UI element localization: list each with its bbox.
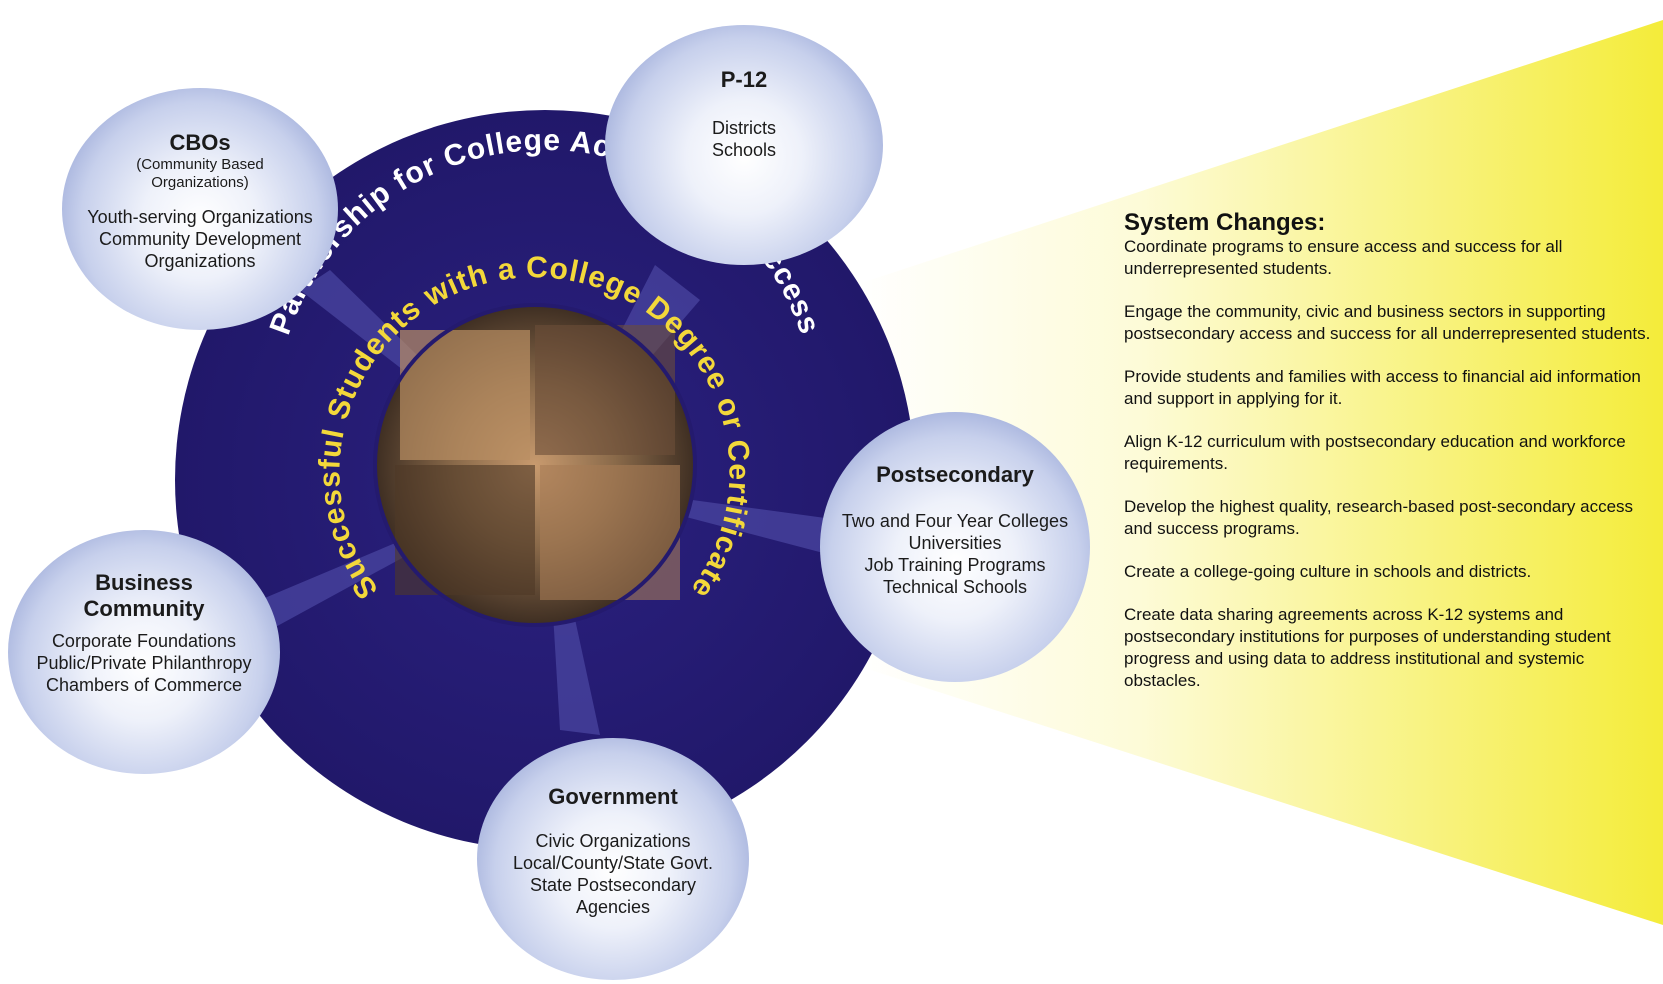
node-p12: P-12 Districts Schools — [605, 25, 883, 265]
system-change-item: Align K-12 curriculum with postsecondary… — [1124, 432, 1626, 473]
node-item: Districts — [712, 118, 776, 138]
system-changes-heading: System Changes: — [1124, 209, 1326, 236]
node-item: Technical Schools — [882, 577, 1028, 597]
node-item: State Postsecondary — [529, 875, 697, 895]
node-item: Youth-serving Organizations — [87, 207, 313, 227]
system-changes-beam — [855, 20, 1663, 925]
node-item: Organizations — [144, 251, 256, 271]
node-item: Agencies — [575, 897, 651, 917]
system-change-item: Create data sharing agreements across K-… — [1124, 605, 1611, 690]
node-business-title: Business Community — [8, 570, 280, 622]
students-photo-collage — [373, 303, 697, 627]
node-business-community: Business Community Corporate Foundations… — [8, 530, 280, 774]
node-item: Civic Organizations — [535, 831, 691, 851]
node-cbos: CBOs (Community Based Organizations) You… — [62, 88, 338, 330]
node-government-items: Civic Organizations Local/County/State G… — [477, 830, 749, 918]
node-subtitle-line: Organizations) — [151, 174, 249, 191]
node-item: Local/County/State Govt. — [512, 853, 714, 873]
node-postsecondary-title: Postsecondary — [876, 462, 1034, 487]
node-p12-items: Districts Schools — [605, 117, 883, 161]
node-cbos-items: Youth-serving Organizations Community De… — [62, 206, 338, 272]
node-cbos-subtitle: (Community Based Organizations) — [62, 156, 338, 192]
node-item: Public/Private Philanthropy — [36, 653, 252, 673]
node-item: Universities — [908, 533, 1002, 553]
node-government: Government Civic Organizations Local/Cou… — [477, 738, 749, 980]
node-item: Schools — [711, 140, 777, 160]
system-change-item: Engage the community, civic and business… — [1124, 302, 1651, 343]
node-subtitle-line: (Community Based — [136, 156, 264, 173]
node-item: Job Training Programs — [864, 555, 1046, 575]
system-change-item: Provide students and families with acces… — [1124, 367, 1641, 408]
node-postsecondary: Postsecondary Two and Four Year Colleges… — [820, 412, 1090, 682]
node-item: Two and Four Year Colleges — [841, 511, 1069, 531]
node-item: Chambers of Commerce — [45, 675, 243, 695]
node-title-line: Community — [83, 596, 205, 621]
system-changes-panel: System Changes: Coordinate programs to e… — [1124, 210, 1659, 713]
node-business-items: Corporate Foundations Public/Private Phi… — [8, 630, 280, 696]
system-change-item: Coordinate programs to ensure access and… — [1124, 237, 1563, 278]
node-item: Corporate Foundations — [51, 631, 237, 651]
node-postsecondary-items: Two and Four Year Colleges Universities … — [820, 510, 1090, 598]
system-change-item: Develop the highest quality, research-ba… — [1124, 497, 1634, 538]
node-item: Community Development — [98, 229, 302, 249]
system-change-item: Create a college-going culture in school… — [1124, 562, 1532, 581]
node-cbos-title: CBOs — [169, 130, 231, 155]
node-government-title: Government — [548, 784, 678, 809]
node-p12-title: P-12 — [720, 67, 768, 92]
node-title-line: Business — [95, 570, 193, 595]
